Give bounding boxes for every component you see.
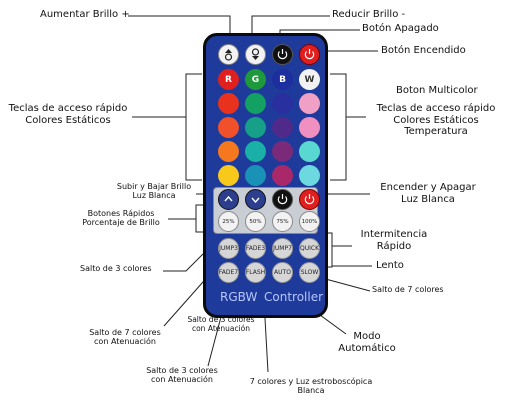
red-button[interactable]: R [218,69,239,90]
label-aumentar-brillo: Aumentar Brillo + [40,9,130,20]
color-button[interactable] [299,141,320,162]
label-salto-7-colores: Salto de 7 colores [372,285,444,294]
color-button[interactable] [245,165,266,186]
chevron-up-icon [224,195,233,202]
label-line: Automático [338,342,396,354]
color-button[interactable] [272,165,293,186]
power-icon [304,194,315,205]
label-teclas-izquierda: Teclas de acceso rápido Colores Estático… [4,103,132,126]
power-on-button[interactable] [299,44,320,65]
label-line: Intermitencia [360,229,428,240]
color-button[interactable] [218,165,239,186]
label-line: Salto de 7 colores [89,328,161,337]
label-line: Luz Blanca [401,193,455,205]
sun-up-icon [224,49,233,61]
brightness-25-button[interactable]: 25% [218,211,239,232]
label-salto-3-atenuacion-mid: Salto de 3 colores con Atenuación [180,315,262,333]
white-power-on-button[interactable] [299,189,320,210]
label-line: Modo [353,331,381,342]
label-line: Blanca [297,386,325,396]
label-line: Teclas de acceso rápido [8,103,128,114]
color-button[interactable] [245,117,266,138]
white-power-off-button[interactable] [272,189,293,210]
label-line: 7 colores y Luz estroboscópica [249,377,373,386]
label-line: Colores Estáticos [25,114,111,126]
label-encender-apagar: Encender y Apagar Luz Blanca [368,182,488,205]
brightness-up-button[interactable] [218,44,239,65]
label-line: Teclas de acceso rápido [376,103,496,114]
color-button[interactable] [299,117,320,138]
label-line: con Atenuación [94,337,156,347]
white-button[interactable]: W [299,69,320,90]
label-line: Rápido [376,240,412,252]
label-line: Salto de 3 colores [187,315,255,324]
color-button[interactable] [245,141,266,162]
label-line: Botones Rápidos [87,209,155,218]
label-line: Salto de 3 colores [146,366,218,375]
label-botones-rapidos: Botones Rápidos Porcentaje de Brillo [76,209,166,227]
label-subir-bajar-brillo: Subir y Bajar Brillo Luz Blanca [108,182,200,200]
flash-button[interactable]: FLASH [245,262,266,283]
label-estroboscopica: 7 colores y Luz estroboscópica Blanca [236,377,386,395]
label-line: Luz Blanca [132,191,176,201]
color-button[interactable] [299,93,320,114]
label-intermitencia: Intermitencia Rápido [354,229,434,252]
brand-rgbw: RGBW [220,290,258,304]
brightness-50-button[interactable]: 50% [245,211,266,232]
label-modo-automatico: Modo Automático [322,331,412,354]
label-line: con Atenuación [151,375,213,385]
label-line: Porcentaje de Brillo [82,218,160,228]
green-button[interactable]: G [245,69,266,90]
fade7-button[interactable]: FADE7 [218,262,239,283]
color-button[interactable] [299,165,320,186]
fade3-button[interactable]: FADE3 [245,238,266,259]
label-line: Colores Estáticos [393,114,479,126]
label-lento: Lento [376,260,404,271]
color-button[interactable] [272,141,293,162]
remote-control: R G B W 25% 50% 75% 100% [203,33,328,318]
label-line: Encender y Apagar [380,182,476,193]
quick-button[interactable]: QUICK [299,238,320,259]
label-boton-encendido: Botón Encendido [381,45,466,56]
blue-button[interactable]: B [272,69,293,90]
label-line: Temperatura [404,126,468,137]
color-button[interactable] [272,93,293,114]
chevron-down-icon [251,197,260,204]
slow-button[interactable]: SLOW [299,262,320,283]
color-button[interactable] [218,117,239,138]
brightness-down-button[interactable] [245,44,266,65]
jump7-button[interactable]: JUMP7 [272,238,293,259]
color-button[interactable] [218,141,239,162]
label-line: Subir y Bajar Brillo [116,182,192,191]
label-line: con Atenuación [191,323,251,333]
power-icon [304,49,315,60]
color-button[interactable] [245,93,266,114]
power-icon [277,49,288,60]
power-icon [277,194,288,205]
label-boton-multicolor: Boton Multicolor [396,85,478,96]
label-salto-3-atenuacion-low: Salto de 3 colores con Atenuación [136,366,228,384]
label-boton-apagado: Botón Apagado [362,23,439,34]
brightness-100-button[interactable]: 100% [299,211,320,232]
jump3-button[interactable]: JUMP3 [218,238,239,259]
brand-controller: Controller [264,290,324,304]
label-teclas-temperatura: Teclas de acceso rápido Colores Estático… [366,103,506,138]
white-brightness-down-button[interactable] [245,189,266,210]
label-salto-7-atenuacion: Salto de 7 colores con Atenuación [84,328,166,346]
label-reducir-brillo: Reducir Brillo - [332,9,406,20]
brightness-75-button[interactable]: 75% [272,211,293,232]
color-button[interactable] [218,93,239,114]
label-salto-3-colores: Salto de 3 colores [80,264,152,273]
power-off-button[interactable] [272,44,293,65]
white-brightness-up-button[interactable] [218,189,239,210]
auto-button[interactable]: AUTO [272,262,293,283]
sun-down-icon [251,48,260,60]
color-button[interactable] [272,117,293,138]
